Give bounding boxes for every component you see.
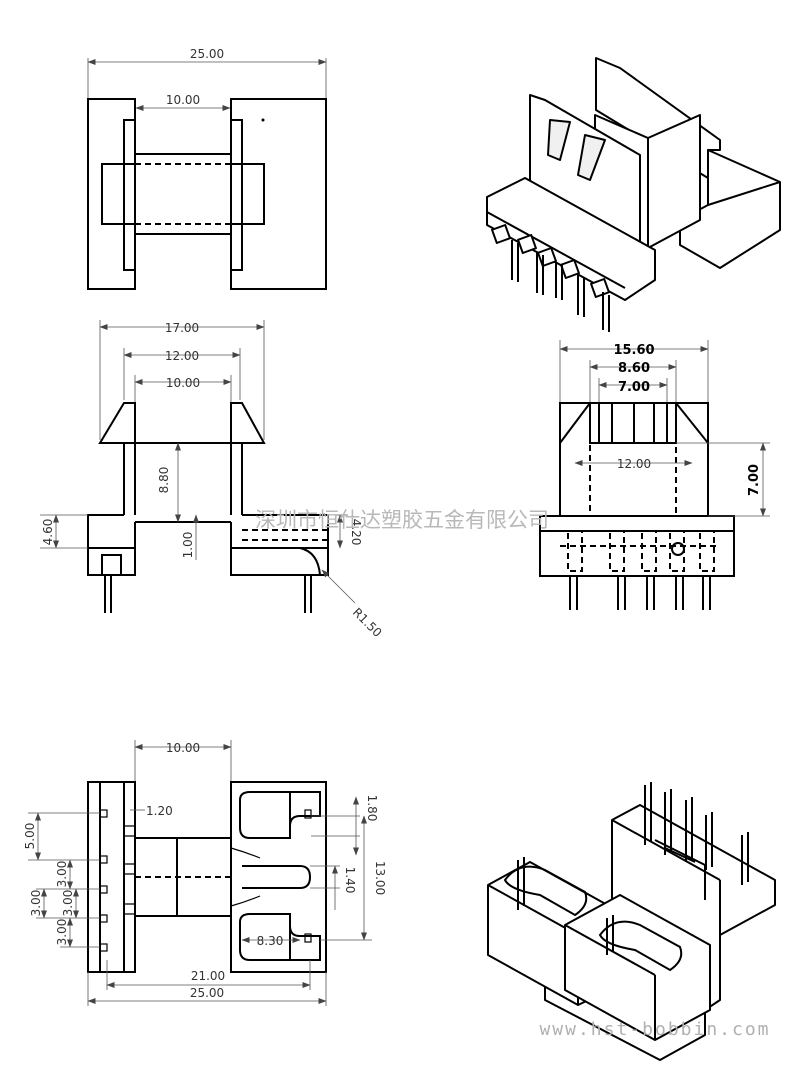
dim-front-height-base: 4.60: [41, 519, 55, 546]
bottom-view: 10.00 1.20 5.00 3.00 3.00: [23, 740, 387, 1006]
dim-bottom-pitch-a: 3.00: [55, 861, 69, 888]
dim-front-width-mid: 12.00: [165, 349, 199, 363]
dim-front-width-inner: 10.00: [166, 376, 200, 390]
watermark-company: 深圳市恒仕达塑胶五金有限公司: [255, 508, 549, 532]
isometric-view-top: [486, 57, 781, 332]
dim-bottom-pin-offset: 1.20: [146, 804, 173, 818]
dim-top-overall-width: 25.00: [190, 47, 224, 61]
dim-bottom-slot-length: 8.30: [257, 934, 284, 948]
dim-bottom-pitch-d: 3.00: [61, 890, 75, 917]
dim-top-inner-width: 10.00: [166, 93, 200, 107]
dim-bottom-slot-gap: 1.40: [343, 867, 357, 894]
dim-bottom-pitch-c: 3.00: [55, 919, 69, 946]
dim-bottom-overall-width: 25.00: [190, 986, 224, 1000]
bottom-right-flange: [230, 781, 327, 973]
dim-side-width-outer: 15.60: [613, 343, 654, 358]
dim-bottom-center-width: 13.00: [373, 861, 387, 895]
dim-bottom-slot-width: 1.80: [365, 795, 379, 822]
dim-front-width-outer: 17.00: [165, 321, 199, 335]
dim-bottom-pitch-b: 3.00: [29, 890, 43, 917]
dim-side-width-inner: 7.00: [618, 380, 650, 395]
dim-bottom-inner-width: 10.00: [166, 741, 200, 755]
dim-side-width-mid: 8.60: [618, 361, 650, 376]
dim-bottom-pitch-large: 5.00: [23, 823, 37, 850]
dim-front-base-step: 1.00: [181, 532, 195, 559]
isometric-view-bottom: [487, 782, 776, 1061]
dim-front-pin-height: 4.20: [349, 519, 363, 546]
top-view: 25.00 10.00: [87, 47, 327, 290]
bottom-left-flange: [87, 781, 136, 973]
top-right-flange: [230, 98, 327, 290]
watermark-website: www.hst-bobbin.com: [539, 1019, 770, 1040]
dim-bottom-pin-span: 21.00: [191, 969, 225, 983]
top-left-flange: [87, 98, 136, 290]
dim-front-height-core: 8.80: [157, 467, 171, 494]
dim-side-inner-span: 12.00: [617, 457, 651, 471]
dim-side-height: 7.00: [747, 464, 762, 496]
dim-front-radius: R1.50: [350, 605, 385, 640]
side-view: 15.60 8.60 7.00 12.00: [539, 340, 770, 610]
front-view: 17.00 12.00 10.00 8.80 1.00: [40, 320, 385, 640]
dim-line-front-radius: [321, 569, 356, 604]
